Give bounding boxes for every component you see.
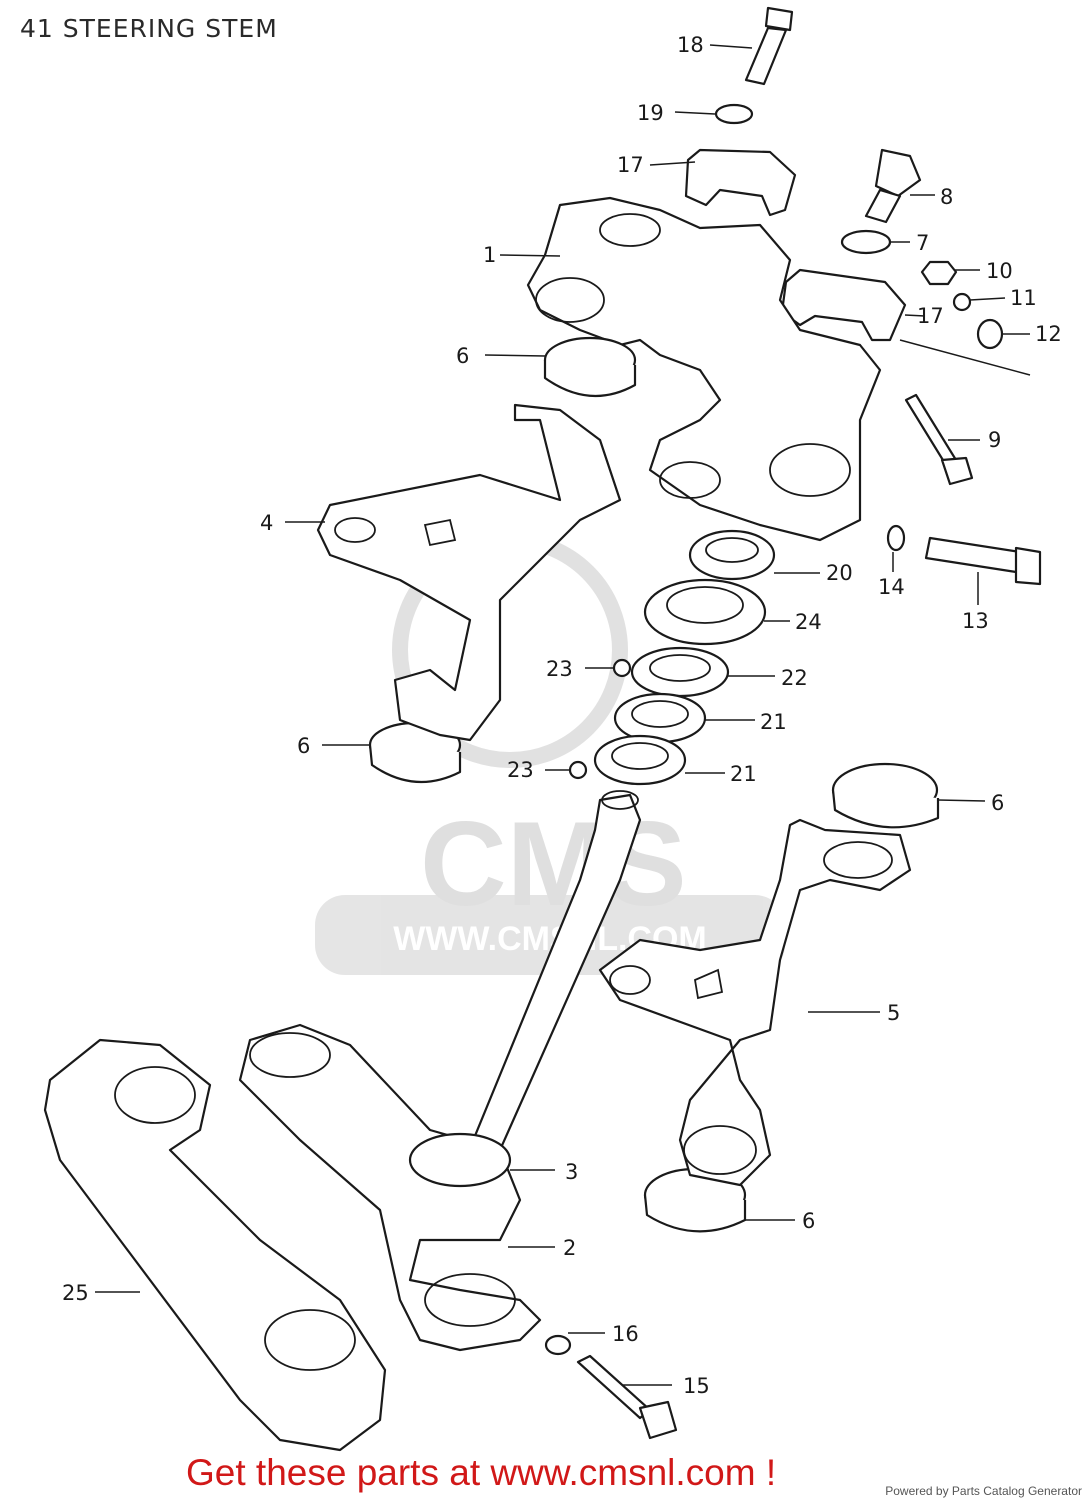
part-15-bolt (576, 1354, 678, 1440)
part-19-washer (714, 103, 754, 125)
part-20-nut (688, 529, 776, 581)
part-8-bolt (864, 148, 922, 224)
callout-6: 6 (456, 344, 469, 368)
part-23-ball-a (612, 658, 632, 678)
part-22-race (630, 646, 730, 698)
part-9-bolt (904, 393, 974, 486)
parts-link[interactable]: Get these parts at www.cmsnl.com ! (186, 1452, 777, 1493)
callout-24: 24 (795, 610, 822, 634)
part-23-ball-b (568, 760, 588, 780)
part-6-grommet-a (543, 336, 637, 398)
part-7-washer (840, 229, 892, 255)
callout-10: 10 (986, 259, 1013, 283)
callout-9: 9 (988, 428, 1001, 452)
callout-6-d: 6 (802, 1209, 815, 1233)
callout-19: 19 (637, 101, 664, 125)
callout-23-b: 23 (507, 758, 534, 782)
part-21-bearing-a (613, 692, 707, 744)
part-10-nut (920, 260, 958, 286)
callout-5: 5 (887, 1001, 900, 1025)
callout-7: 7 (916, 231, 929, 255)
callout-13: 13 (962, 609, 989, 633)
callout-1: 1 (483, 243, 496, 267)
callout-17-b: 17 (917, 304, 944, 328)
callout-20: 20 (826, 561, 853, 585)
part-12-washer (976, 318, 1004, 350)
callout-6-c: 6 (991, 791, 1004, 815)
part-16-washer (544, 1334, 572, 1356)
callout-12: 12 (1035, 322, 1062, 346)
leader-lines (95, 44, 1031, 1386)
part-18-bolt (744, 6, 794, 86)
callout-21: 21 (760, 710, 787, 734)
callout-6-b: 6 (297, 734, 310, 758)
part-5-headlight-bracket (598, 818, 912, 1187)
part-3-seal (408, 1132, 512, 1188)
callout-25: 25 (62, 1281, 89, 1305)
part-13-bolt (924, 536, 1042, 586)
callout-2: 2 (563, 1236, 576, 1260)
watermark-brand: CMS (420, 797, 687, 931)
callout-16: 16 (612, 1322, 639, 1346)
callout-15: 15 (683, 1374, 710, 1398)
callout-labels: 18 19 17 8 1 7 10 11 17 12 6 9 4 14 20 1… (62, 33, 1062, 1398)
callout-11: 11 (1010, 286, 1037, 310)
callout-14: 14 (878, 575, 905, 599)
part-24-seal (643, 578, 767, 646)
part-17-upper-clamp-b (780, 268, 907, 342)
part-17-upper-clamp-a (684, 148, 797, 217)
part-25-cover (43, 1038, 387, 1452)
part-14-washer (886, 524, 906, 552)
part-6-grommet-c (831, 762, 940, 829)
callout-8: 8 (940, 185, 953, 209)
callout-22: 22 (781, 666, 808, 690)
part-21-bearing-b (593, 734, 687, 786)
callout-23: 23 (546, 657, 573, 681)
part-11-washer (952, 292, 972, 312)
callout-18: 18 (677, 33, 704, 57)
callout-21-b: 21 (730, 762, 757, 786)
powered-by-credit: Powered by Parts Catalog Generator (885, 1484, 1082, 1498)
callout-4: 4 (260, 511, 273, 535)
callout-3: 3 (565, 1160, 578, 1184)
part-4-headlight-bracket (316, 403, 622, 742)
callout-17: 17 (617, 153, 644, 177)
diagram-title: 41 STEERING STEM (20, 14, 278, 43)
